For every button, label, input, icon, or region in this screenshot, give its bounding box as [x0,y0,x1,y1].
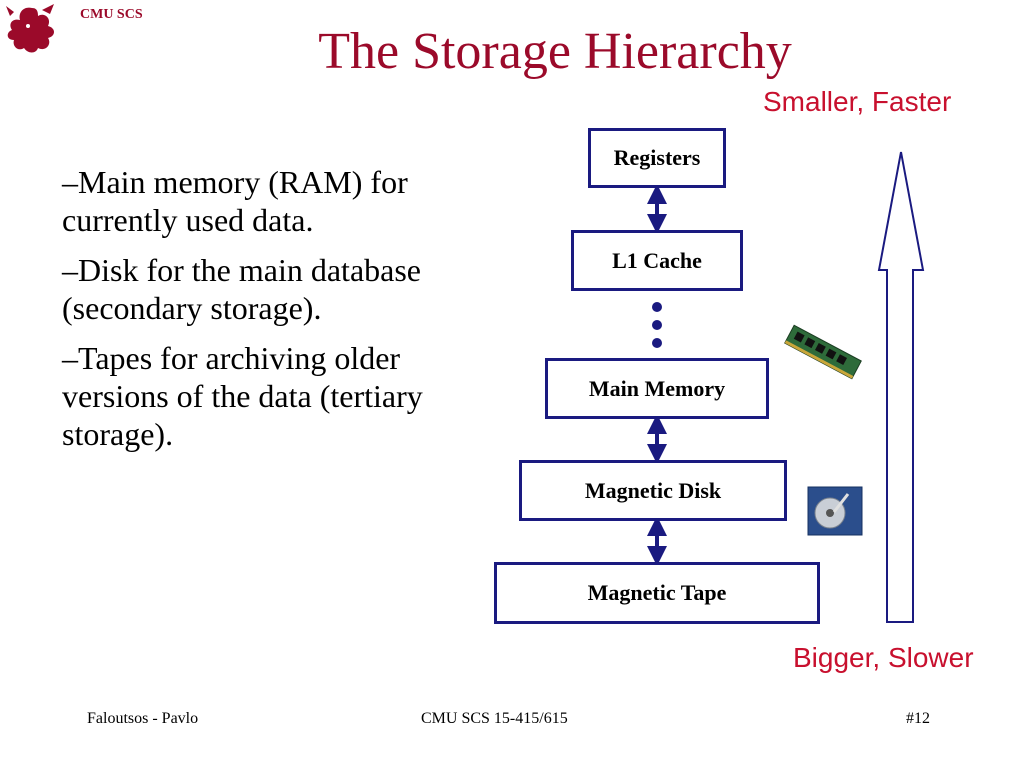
level-l1-cache: L1 Cache [571,230,743,291]
bullet-disk: –Disk for the main database (secondary s… [62,252,421,326]
level-magnetic-tape: Magnetic Tape [494,562,820,624]
hard-disk-icon [807,486,863,536]
bullet-main-memory: –Main memory (RAM) for currently used da… [62,164,408,238]
level-magnetic-disk: Magnetic Disk [519,460,787,521]
footer-course: CMU SCS 15-415/615 [421,710,568,727]
ellipsis-dot [652,302,662,312]
bullet-tapes: –Tapes for archiving older versions of t… [62,340,423,452]
top-note: Smaller, Faster [763,86,952,117]
bullet-list: –Main memory (RAM) for currently used da… [62,163,502,465]
ellipsis-dot [652,320,662,330]
level-registers: Registers [588,128,726,188]
bottom-note: Bigger, Slower [793,642,974,673]
footer-slide-number: #12 [906,710,930,727]
brand-label: CMU SCS [80,7,143,22]
footer-authors: Faloutsos - Pavlo [87,710,199,727]
big-up-arrow [877,151,925,623]
ellipsis-dot [652,338,662,348]
slide-title: The Storage Hierarchy [318,23,792,80]
cmu-dragon-logo [6,4,55,53]
level-main-memory: Main Memory [545,358,769,419]
ram-stick-icon [784,324,862,380]
